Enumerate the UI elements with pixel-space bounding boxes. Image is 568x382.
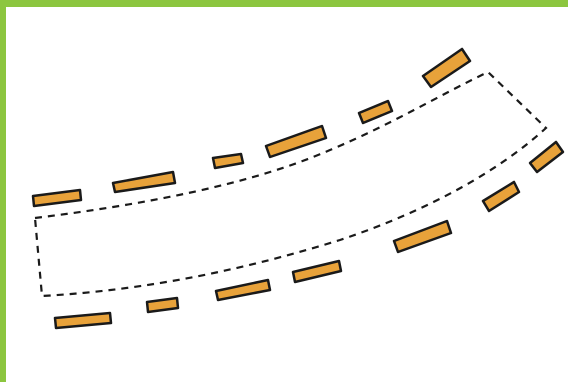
- orange-dash: [359, 101, 392, 123]
- orange-dash: [33, 190, 81, 206]
- inner-dotted-outline: [35, 72, 546, 296]
- orange-dash: [216, 280, 270, 300]
- orange-dash: [55, 313, 111, 328]
- outer-dashed-band-bottom: [55, 142, 563, 328]
- orange-dash: [293, 261, 341, 282]
- orange-dash: [394, 221, 451, 252]
- orange-dash: [213, 154, 243, 168]
- orange-dash: [266, 126, 326, 157]
- inner-dotted-outline-parallel: [40, 70, 486, 212]
- orange-dash: [147, 298, 178, 312]
- orange-dash: [113, 172, 175, 192]
- orange-dash: [483, 182, 519, 211]
- orange-dash: [423, 49, 470, 87]
- outer-dashed-band-top: [33, 49, 470, 206]
- orange-dash: [530, 142, 563, 172]
